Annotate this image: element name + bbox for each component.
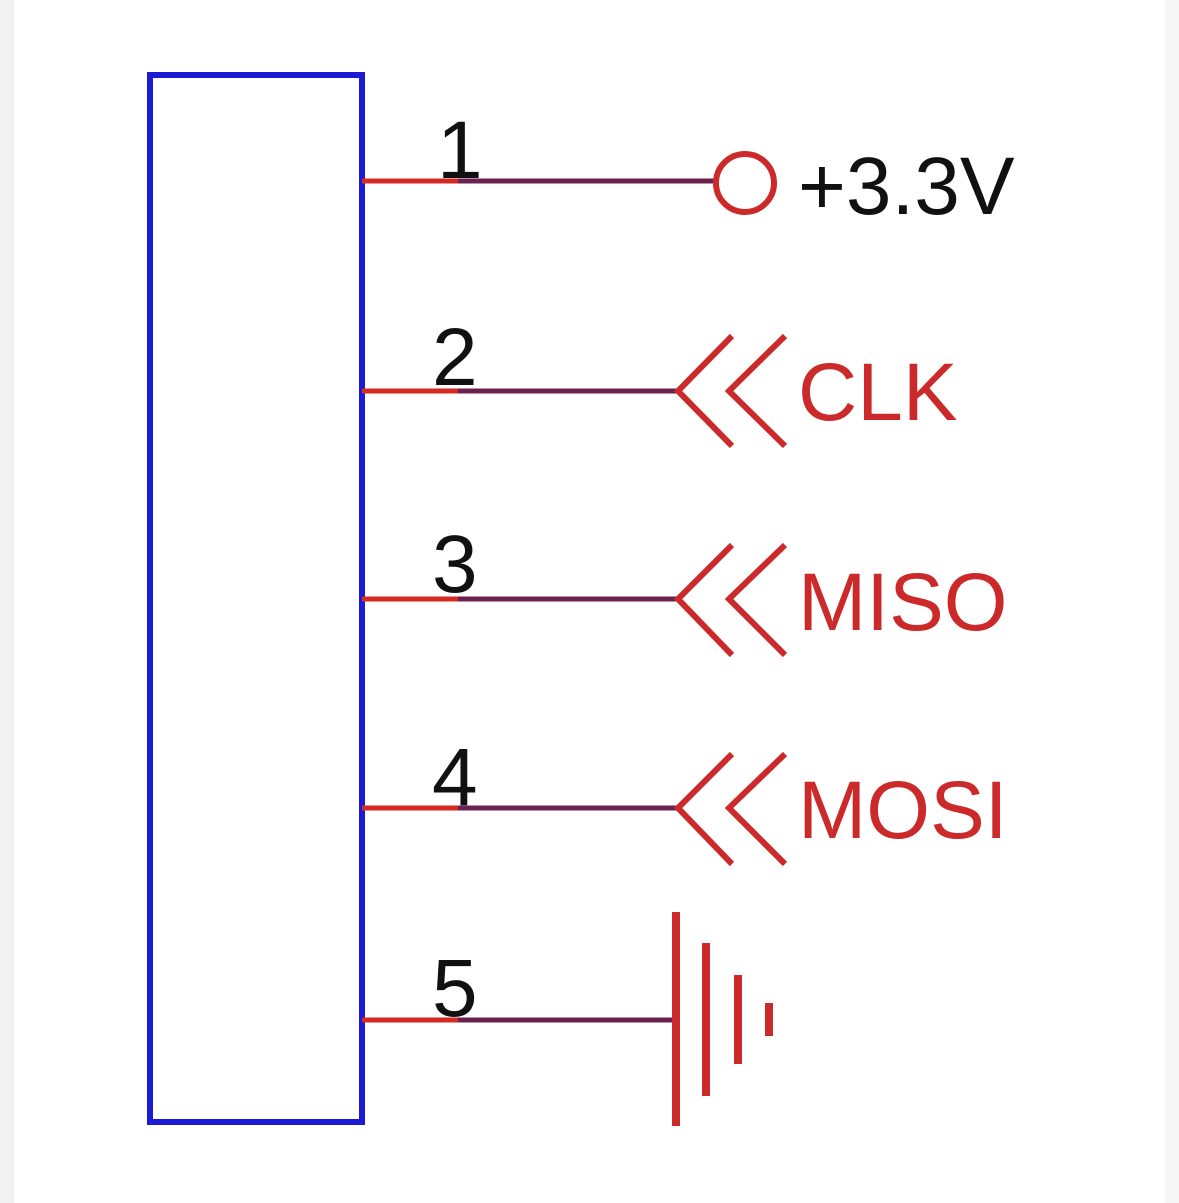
input-port-arrows-icon xyxy=(673,751,788,867)
connector-body xyxy=(147,72,365,1125)
pin-5: 5 xyxy=(362,912,773,1126)
pin-3-number: 3 xyxy=(432,519,478,610)
pin-3: 3 MISO xyxy=(362,519,1008,658)
pin-4-number: 4 xyxy=(432,732,478,823)
ground-icon xyxy=(672,912,773,1126)
power-port-circle-icon xyxy=(713,151,777,215)
pin-1-number: 1 xyxy=(437,105,483,196)
pin-1: 1 +3.3V xyxy=(362,105,1015,232)
pin-4: 4 MOSI xyxy=(362,732,1008,867)
input-port-arrows-icon xyxy=(673,333,788,449)
input-port-arrows-icon xyxy=(673,542,788,658)
pin-2-number: 2 xyxy=(432,312,478,403)
pin-5-number: 5 xyxy=(432,943,478,1034)
net-label-3v3: +3.3V xyxy=(798,141,1015,232)
pin-2: 2 CLK xyxy=(362,312,958,449)
net-label-miso: MISO xyxy=(798,557,1008,648)
right-margin-strip xyxy=(1165,0,1179,1203)
net-label-clk: CLK xyxy=(798,347,958,438)
left-margin-strip xyxy=(0,0,14,1203)
net-label-mosi: MOSI xyxy=(798,765,1008,856)
